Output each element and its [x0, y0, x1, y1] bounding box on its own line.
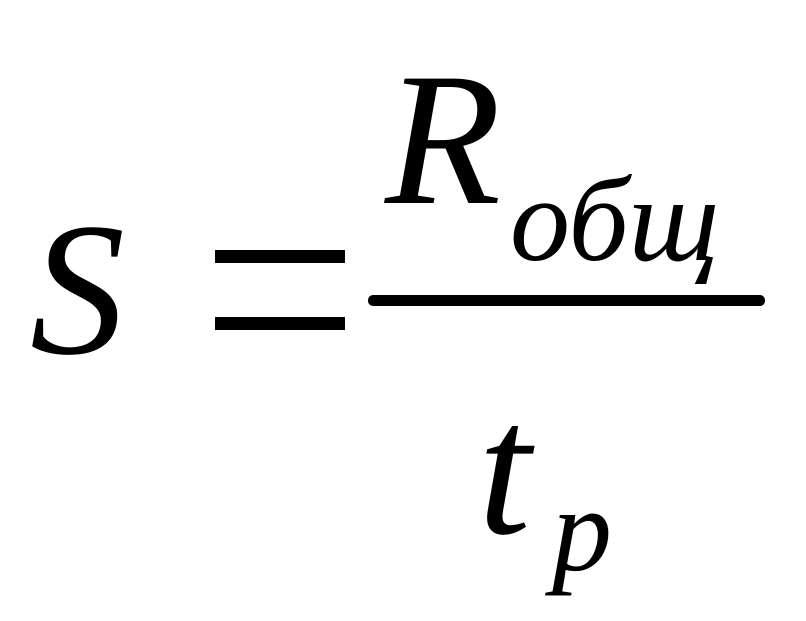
denominator-variable: t — [478, 365, 531, 575]
numerator-variable: R — [385, 35, 502, 245]
denominator-subscript: p — [552, 463, 612, 596]
equals-bar-top — [215, 250, 345, 263]
numerator-subscript: общ — [510, 153, 720, 286]
fraction-bar — [368, 295, 765, 306]
equals-sign — [215, 225, 345, 335]
equals-bar-bottom — [215, 317, 345, 330]
lhs-variable: S — [30, 185, 125, 395]
